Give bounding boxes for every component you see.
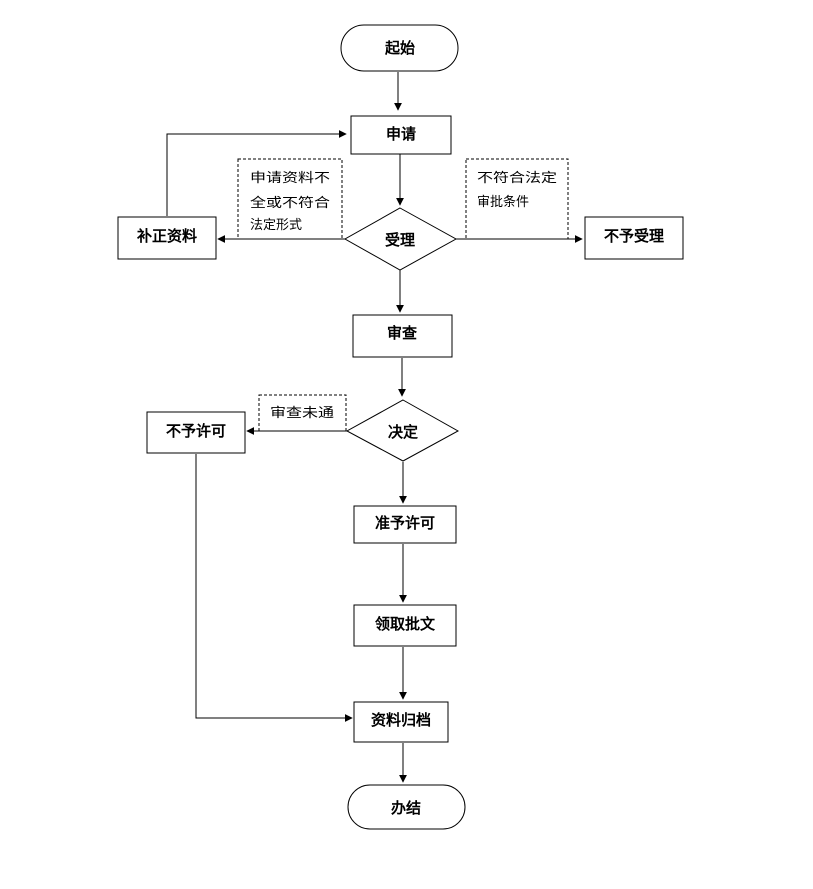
node-accept — [343, 207, 458, 271]
label-start: 起始 — [384, 39, 415, 57]
edge-deny-archive — [195, 454, 353, 722]
label-archive: 资料归档 — [371, 711, 431, 729]
label-accept: 受理 — [385, 231, 415, 249]
node-start — [340, 24, 459, 72]
note-not-eligible-line-1: 不符合法定 — [477, 170, 557, 186]
note-not-eligible-line-2: 审批条件 — [477, 194, 529, 210]
node-supplement — [117, 216, 217, 260]
note-incomplete-line-3: 法定形式 — [250, 218, 302, 233]
node-end — [347, 784, 466, 830]
node-reject-accept — [584, 216, 684, 260]
edge-supplement-apply — [166, 130, 347, 216]
label-collect: 领取批文 — [374, 615, 436, 633]
node-archive — [353, 701, 449, 743]
note-incomplete-box — [237, 158, 343, 240]
label-decide: 决定 — [388, 423, 418, 441]
node-grant — [353, 505, 457, 544]
node-deny — [146, 411, 246, 454]
label-review: 审查 — [387, 324, 418, 342]
node-apply — [350, 115, 452, 155]
note-incomplete-line-2: 全或不符合 — [250, 195, 330, 211]
note-not-eligible-box — [465, 158, 569, 240]
label-supplement: 补正资料 — [136, 227, 197, 245]
label-apply: 申请 — [386, 125, 416, 143]
label-reject-accept: 不予受理 — [604, 227, 664, 245]
node-review — [352, 314, 453, 358]
note-incomplete-line-1: 申请资料不 — [250, 171, 330, 186]
note-review-failed-label: 审查未通 — [270, 406, 334, 421]
label-grant: 准予许可 — [375, 514, 435, 532]
label-deny: 不予许可 — [166, 422, 226, 440]
node-decide — [345, 399, 460, 462]
node-collect — [353, 604, 457, 647]
label-end: 办结 — [391, 799, 421, 817]
